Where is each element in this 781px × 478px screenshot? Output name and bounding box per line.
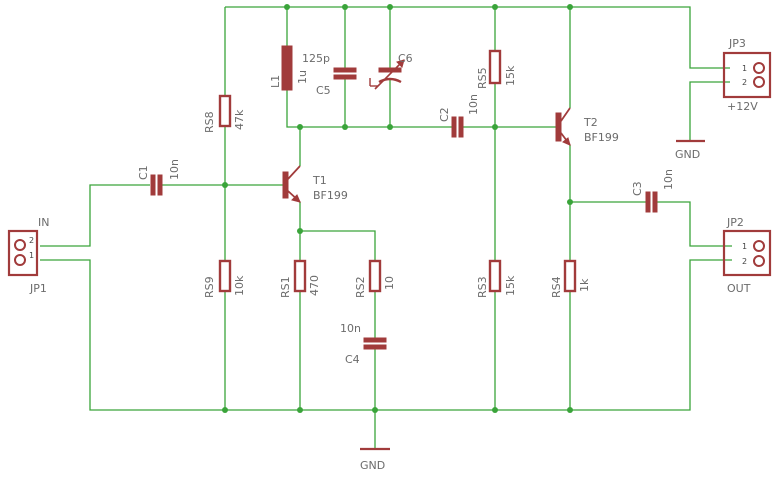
junction-dot: [222, 407, 228, 413]
rs3-name: RS3: [476, 276, 489, 298]
rs4-name: RS4: [550, 276, 563, 298]
wire-jp1-c1: [40, 184, 150, 247]
pad-icon: [14, 239, 26, 251]
junctions: [222, 4, 573, 413]
c1-name: C1: [137, 165, 150, 180]
pad-icon: [14, 254, 26, 266]
rs2-name: RS2: [354, 276, 367, 298]
c4-name: C4: [345, 353, 360, 366]
connector-jp2: 1 2 JP2 OUT: [722, 216, 772, 295]
junction-dot: [567, 407, 573, 413]
capacitor-c6: C6: [369, 52, 413, 90]
junction-dot: [297, 228, 303, 234]
pad-icon: [753, 240, 765, 252]
t1-value: BF199: [313, 189, 348, 202]
c4-value: 10n: [340, 322, 361, 335]
connector-jp3: 1 2 JP3 +12V: [722, 37, 772, 113]
inductor-l1: L1 1u: [269, 45, 309, 91]
jp3-pin1: 1: [742, 64, 747, 73]
capacitor-c2: C2 10n: [438, 94, 480, 138]
junction-dot: [492, 124, 498, 130]
jp3-label: +12V: [727, 100, 758, 113]
junction-dot: [284, 4, 290, 10]
resistor-rs2: RS2 10: [354, 259, 396, 298]
junction-dot: [567, 199, 573, 205]
c6-name: C6: [398, 52, 413, 65]
junction-dot: [492, 4, 498, 10]
c2-name: C2: [438, 107, 451, 122]
l1-value: 1u: [296, 70, 309, 84]
wire-top-rail: [225, 6, 730, 69]
pad-icon: [753, 76, 765, 88]
junction-dot: [342, 124, 348, 130]
jp1-pin2: 2: [29, 236, 34, 245]
junction-dot: [372, 407, 378, 413]
junction-dot: [222, 182, 228, 188]
ground-symbol-bottom: GND: [360, 447, 390, 472]
jp2-name: JP2: [726, 216, 744, 229]
pad-icon: [753, 62, 765, 74]
resistor-rs3: RS3 15k: [476, 259, 517, 298]
resistor-rs9: RS9 10k: [203, 259, 246, 298]
rs5-name: RS5: [476, 67, 489, 89]
capacitor-c3: C3 10n: [631, 169, 675, 213]
wire-emitter-rs2: [300, 230, 376, 260]
resistor-rs5: RS5 15k: [476, 49, 517, 89]
jp3-name: JP3: [728, 37, 746, 50]
gnd-label-bottom: GND: [360, 459, 385, 472]
t1-name: T1: [312, 174, 327, 187]
transistor-t2: T2 BF199: [555, 107, 619, 146]
wire-l1-bottom: [286, 90, 452, 128]
ground-symbol-right: GND: [675, 139, 705, 161]
rs1-name: RS1: [279, 276, 292, 298]
wire-jp1-gnd: [40, 259, 732, 411]
jp2-pin1: 1: [742, 242, 747, 251]
c5-value: 125p: [302, 52, 330, 65]
rs9-name: RS9: [203, 276, 216, 298]
jp2-pin2: 2: [742, 257, 747, 266]
pad-icon: [753, 255, 765, 267]
jp3-pin2: 2: [742, 78, 747, 87]
c1-value: 10n: [168, 159, 181, 180]
resistor-rs1: RS1 470: [279, 259, 321, 298]
junction-dot: [297, 407, 303, 413]
wire-c3-jp2: [656, 201, 732, 247]
rs5-value: 15k: [504, 65, 517, 86]
junction-dot: [387, 124, 393, 130]
wire-jp3-gnd: [689, 81, 730, 140]
c2-value: 10n: [467, 94, 480, 115]
junction-dot: [387, 4, 393, 10]
capacitor-c4: 10n C4: [340, 322, 387, 366]
c3-name: C3: [631, 181, 644, 196]
rs8-name: RS8: [203, 111, 216, 133]
jp1-pin1: 1: [29, 251, 34, 260]
c5-name: C5: [316, 84, 331, 97]
t2-value: BF199: [584, 131, 619, 144]
wires: [40, 6, 732, 448]
rs9-value: 10k: [233, 275, 246, 296]
rs4-value: 1k: [578, 278, 591, 292]
jp2-label: OUT: [727, 282, 751, 295]
resistor-rs8: RS8 47k: [203, 94, 246, 133]
rs2-value: 10: [383, 276, 396, 290]
capacitor-c5: 125p C5: [302, 52, 357, 97]
t2-name: T2: [583, 116, 598, 129]
connector-jp1: 2 1 IN JP1: [7, 216, 49, 295]
junction-dot: [297, 124, 303, 130]
resistor-rs4: RS4 1k: [550, 259, 591, 298]
rs1-value: 470: [308, 275, 321, 296]
junction-dot: [567, 4, 573, 10]
transistor-t1: T1 BF199: [282, 165, 348, 203]
jp1-name: JP1: [29, 282, 47, 295]
capacitor-c1: C1 10n: [137, 159, 181, 196]
l1-name: L1: [269, 75, 282, 88]
c3-value: 10n: [662, 169, 675, 190]
jp1-label: IN: [38, 216, 49, 229]
rs8-value: 47k: [233, 109, 246, 130]
junction-dot: [492, 407, 498, 413]
gnd-label-right: GND: [675, 148, 700, 161]
junction-dot: [342, 4, 348, 10]
rs3-value: 15k: [504, 275, 517, 296]
